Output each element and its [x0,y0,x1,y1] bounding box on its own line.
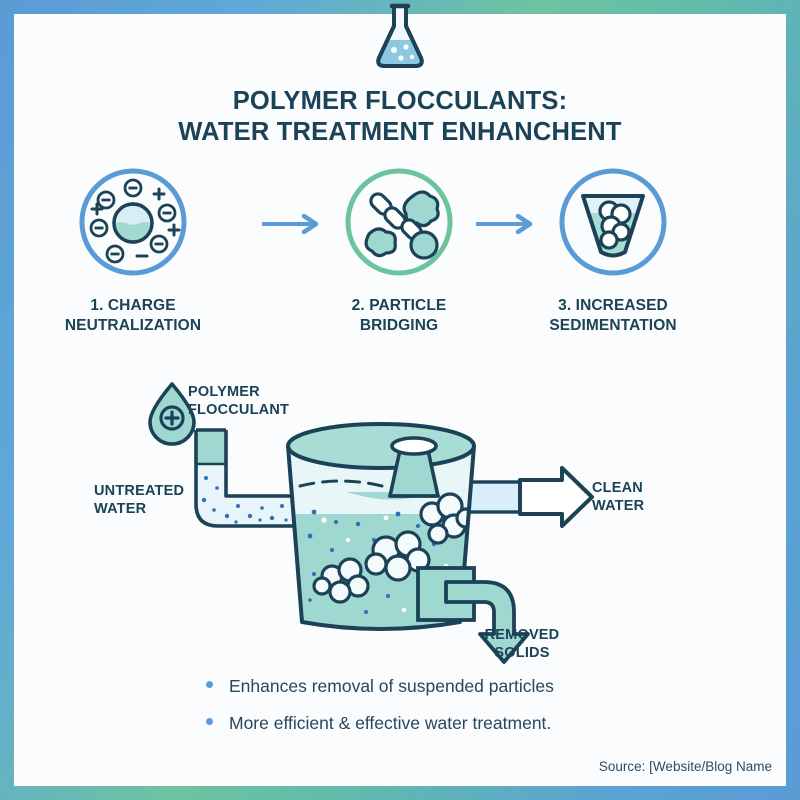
charge-neutralization-icon [77,166,189,278]
step-increased-sedimentation: 3. INCREASED SEDIMENTATION [518,166,708,336]
step-label-line-2: BRIDGING [359,317,439,334]
label-untreated-water: UNTREATED WATER [94,482,184,518]
arrow-right-icon [476,213,538,235]
step-label-particle-bridging: 2. PARTICLE BRIDGING [304,296,494,336]
label-line-2: SOLIDS [494,645,550,661]
label-line-1: CLEAN [592,480,643,496]
label-line-1: POLYMER [188,384,260,400]
step-label-line-1: 2. PARTICLE [351,297,447,314]
label-line-2: FLOCCULANT [188,402,290,418]
infographic-body: POLYMER FLOCCULANTS: WATER TREATMENT ENH… [14,14,786,786]
process-steps: 1. CHARGE NEUTRALIZATION [14,166,786,356]
page-title-line-2: WATER TREATMENT ENHANCHENT [178,118,622,146]
step-label-line-2: SEDIMENTATION [549,317,677,334]
bullet-dot-icon [206,681,213,688]
step-label-line-2: NEUTRALIZATION [64,317,202,334]
list-item: Enhances removal of suspended particles [206,674,646,698]
particle-bridging-icon [343,166,455,278]
step-label-charge-neutralization: 1. CHARGE NEUTRALIZATION [38,296,228,336]
increased-sedimentation-icon [557,166,669,278]
list-item-text: More efficient & effective water treatme… [229,713,552,733]
label-removed-solids: REMOVED SOLIDS [462,626,582,662]
step-label-line-1: 1. CHARGE [90,297,176,314]
label-line-1: UNTREATED [94,483,185,499]
label-line-2: WATER [592,498,645,514]
bullet-dot-icon [206,718,213,725]
step-charge-neutralization: 1. CHARGE NEUTRALIZATION [38,166,228,336]
treatment-process-diagram: POLYMER FLOCCULANT UNTREATED WATER CLEAN… [14,354,786,674]
source-credit: Source: [Website/Blog Name [598,759,772,774]
step-particle-bridging: 2. PARTICLE BRIDGING [304,166,494,336]
flask-icon [368,0,432,72]
label-line-2: WATER [94,501,147,517]
page-title: POLYMER FLOCCULANTS: WATER TREATMENT ENH… [14,86,786,148]
label-polymer-flocculant: POLYMER FLOCCULANT [188,383,289,419]
label-line-1: REMOVED [484,627,560,643]
benefits-list: Enhances removal of suspended particles … [206,674,646,748]
page-title-line-1: POLYMER FLOCCULANTS: [232,87,568,115]
arrow-right-icon [262,213,324,235]
step-label-increased-sedimentation: 3. INCREASED SEDIMENTATION [518,296,708,336]
label-clean-water: CLEAN WATER [592,479,644,515]
list-item-text: Enhances removal of suspended particles [229,676,554,696]
step-label-line-1: 3. INCREASED [558,297,668,314]
list-item: More efficient & effective water treatme… [206,711,646,735]
